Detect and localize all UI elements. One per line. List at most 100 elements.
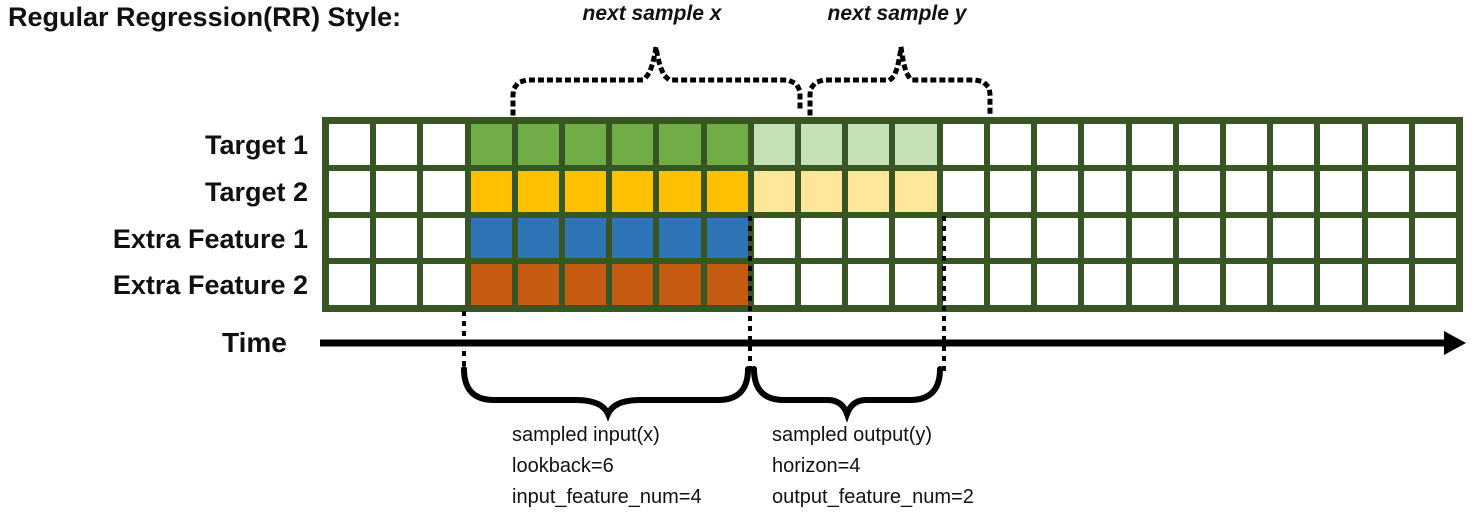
grid-cell [1131, 264, 1173, 305]
grid-cell [942, 264, 984, 305]
grid-cell [895, 124, 937, 165]
grid-cell [470, 217, 512, 259]
grid-cell [329, 264, 371, 305]
grid-cell [1178, 217, 1220, 259]
grid-cell [1037, 124, 1079, 165]
grid-cell [659, 170, 701, 212]
grid-cell [470, 124, 512, 165]
grid-cell [706, 170, 748, 212]
grid-cell [659, 264, 701, 305]
grid-cell [1273, 170, 1315, 212]
grid-cell [1273, 217, 1315, 259]
grid-cell [1320, 170, 1362, 212]
grid-cell [1320, 124, 1362, 165]
grid-cell [942, 170, 984, 212]
grid-cell [1273, 264, 1315, 305]
grid-cell [895, 170, 937, 212]
grid-cell [1367, 264, 1409, 305]
grid-cell [659, 124, 701, 165]
grid-cell [1225, 124, 1268, 165]
grid-cell [1131, 124, 1173, 165]
sampled-input-brace [461, 366, 751, 422]
time-axis-arrowhead [1444, 331, 1466, 355]
grid-cell [848, 124, 890, 165]
grid-cell [423, 217, 465, 259]
grid-cell [1414, 264, 1456, 305]
grid-cell [517, 124, 560, 165]
grid-cell [848, 264, 890, 305]
grid-cell [848, 170, 890, 212]
grid-cell [1225, 217, 1268, 259]
grid-cell [848, 217, 890, 259]
sampled-input-note: sampled input(x) lookback=6 input_featur… [512, 420, 702, 513]
grid-cell [1367, 217, 1409, 259]
grid-cell [801, 217, 843, 259]
grid-cell [1414, 124, 1456, 165]
grid-cell [659, 217, 701, 259]
grid-cell [1178, 170, 1220, 212]
grid-cell [329, 124, 371, 165]
grid-cell [376, 124, 418, 165]
grid-cell [1084, 264, 1126, 305]
grid-cell [942, 124, 984, 165]
input-feature-num-value: input_feature_num=4 [512, 486, 702, 508]
diagram-title: Regular Regression(RR) Style: [8, 2, 402, 32]
grid-cell [753, 264, 796, 305]
grid-cell [989, 124, 1032, 165]
grid-cell [517, 264, 560, 305]
grid-cell [989, 170, 1032, 212]
grid-cell [753, 170, 796, 212]
grid-cell [1367, 124, 1409, 165]
grid-cell [1131, 170, 1173, 212]
grid-cell [470, 170, 512, 212]
output-feature-num-value: output_feature_num=2 [772, 486, 974, 508]
grid-cell [329, 217, 371, 259]
grid-cell [470, 264, 512, 305]
next-sample-y-brace [807, 46, 993, 116]
row-label-target-2: Target 2 [204, 177, 308, 207]
grid-cell [1414, 170, 1456, 212]
grid-cell [423, 264, 465, 305]
grid-cell [1367, 170, 1409, 212]
grid-cell [423, 170, 465, 212]
grid-cell [1225, 170, 1268, 212]
row-label-extra-feature-1: Extra Feature 1 [112, 224, 308, 254]
grid-cell [895, 217, 937, 259]
grid-cell [895, 264, 937, 305]
grid-cell [753, 124, 796, 165]
sampled-output-title: sampled output(y) [772, 424, 933, 446]
next-sample-x-label: next sample x [582, 2, 722, 25]
grid-cell [706, 217, 748, 259]
grid-cell [1084, 124, 1126, 165]
time-axis-label: Time [222, 327, 287, 358]
grid-cell [706, 264, 748, 305]
horizon-value: horizon=4 [772, 455, 861, 477]
grid-cell [612, 124, 654, 165]
grid-cell [753, 217, 796, 259]
grid-cell [801, 124, 843, 165]
grid-cell [1178, 264, 1220, 305]
grid-cell [565, 264, 607, 305]
grid-cell [989, 217, 1032, 259]
grid-cell [942, 217, 984, 259]
grid-cell [1131, 217, 1173, 259]
grid-cell [1178, 124, 1220, 165]
next-sample-y-label: next sample y [827, 2, 967, 25]
grid-cell [801, 264, 843, 305]
grid-cell [376, 170, 418, 212]
grid-cell [565, 217, 607, 259]
grid-cell [565, 170, 607, 212]
grid-cell [1273, 124, 1315, 165]
grid-cell [1037, 170, 1079, 212]
grid-cell [1084, 170, 1126, 212]
row-label-extra-feature-2: Extra Feature 2 [112, 270, 308, 300]
grid-cell [423, 124, 465, 165]
grid-cell [1320, 217, 1362, 259]
grid-cell [1037, 264, 1079, 305]
grid-cell [1225, 264, 1268, 305]
grid-cell [376, 264, 418, 305]
grid-cell [612, 217, 654, 259]
grid-cell [989, 264, 1032, 305]
grid-cell [565, 124, 607, 165]
sampled-output-note: sampled output(y) horizon=4 output_featu… [772, 420, 974, 513]
